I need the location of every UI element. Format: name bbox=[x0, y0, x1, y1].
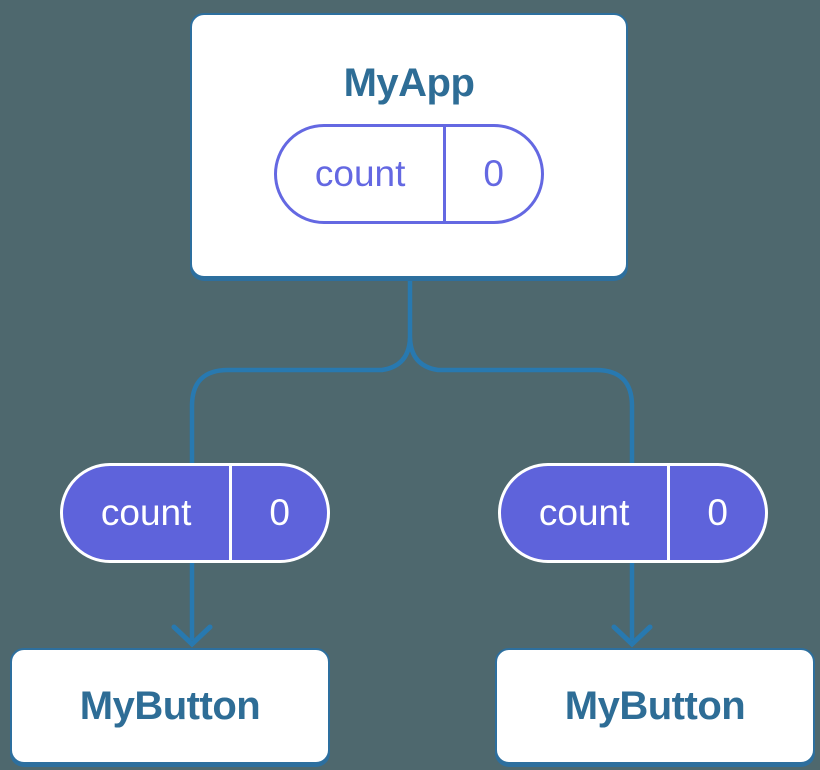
node-mybutton-right-title: MyButton bbox=[564, 683, 746, 728]
prop-pill-left: count 0 bbox=[60, 463, 330, 563]
node-myapp-title: MyApp bbox=[343, 61, 475, 105]
node-mybutton-left-title: MyButton bbox=[79, 683, 261, 728]
state-name: count bbox=[314, 153, 406, 194]
state-pill-myapp: count 0 bbox=[274, 124, 544, 224]
prop-value: 0 bbox=[707, 492, 728, 533]
node-myapp: MyApp count 0 bbox=[190, 13, 628, 278]
pill-divider bbox=[667, 466, 671, 560]
connector-left-branch bbox=[189, 278, 413, 640]
prop-name: count bbox=[100, 492, 192, 533]
pill-divider bbox=[443, 127, 447, 221]
arrowhead-left-icon bbox=[171, 624, 213, 648]
prop-value: 0 bbox=[269, 492, 290, 533]
state-value: 0 bbox=[483, 153, 504, 194]
connector-right-branch bbox=[407, 337, 635, 640]
node-mybutton-right: MyButton bbox=[495, 648, 815, 764]
pill-divider bbox=[229, 466, 233, 560]
arrowhead-right-icon bbox=[611, 624, 653, 648]
prop-name: count bbox=[538, 492, 630, 533]
prop-pill-right: count 0 bbox=[498, 463, 768, 563]
node-mybutton-left: MyButton bbox=[10, 648, 330, 764]
